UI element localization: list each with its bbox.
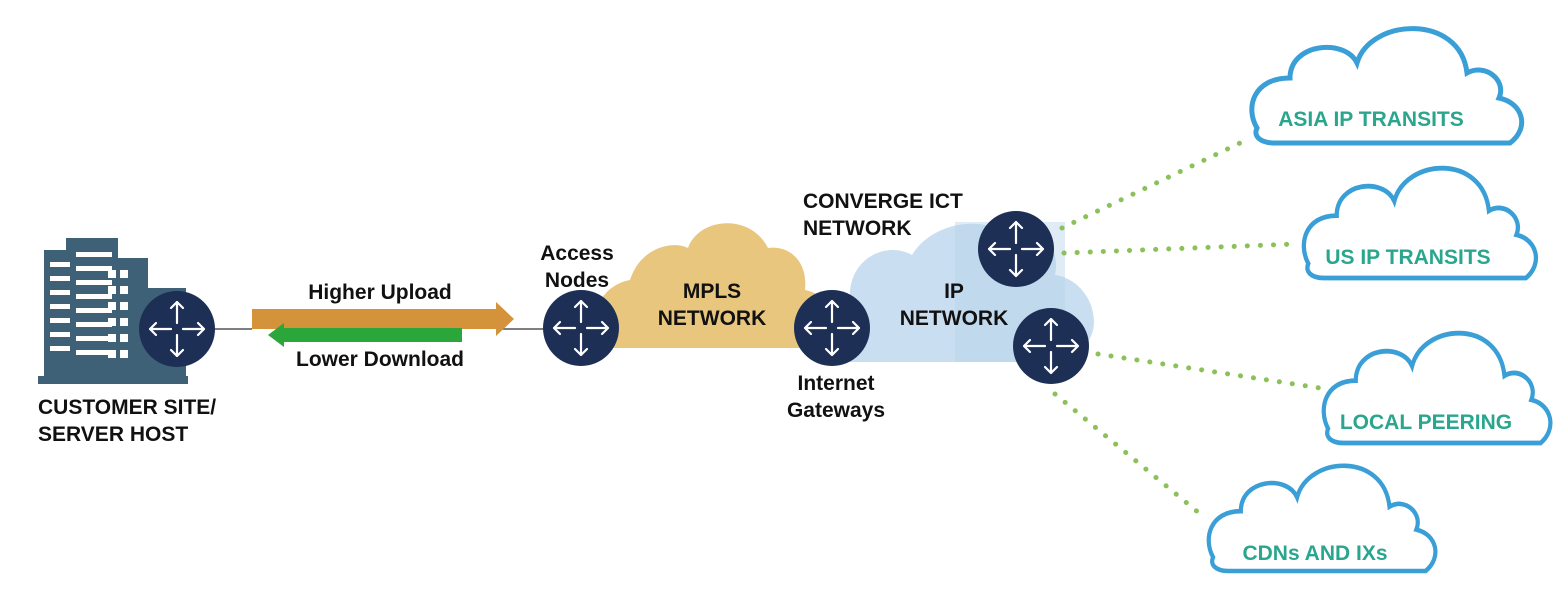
internet-gateway-router-icon [792,288,872,368]
cloud-us-ip-transits: US IP TRANSITS [1304,168,1536,278]
cloud-asia-ip-transits: ASIA IP TRANSITS [1252,29,1522,143]
mpls-network-label-line1: MPLS [683,280,741,303]
dotted-link-us [1061,241,1298,256]
access-node-router-icon [541,288,621,368]
upload-label: Higher Upload [308,281,452,304]
cloud-label: CDNs AND IXs [1242,542,1387,565]
customer-router-icon [137,289,217,369]
access-nodes-label-line1: Access [540,242,614,265]
cloud-label: LOCAL PEERING [1340,411,1512,434]
mpls-network-cloud [591,223,836,348]
customer-site-label-line1: CUSTOMER SITE/ [38,396,216,419]
ip-router-bottom-icon [1011,306,1091,386]
cloud-local-peering: LOCAL PEERING [1324,333,1551,443]
download-label: Lower Download [296,348,464,371]
cloud-label: US IP TRANSITS [1325,246,1490,269]
dotted-link-local [1095,351,1323,391]
internet-gateways-label-line1: Internet [797,372,874,395]
internet-gateways-label-line2: Gateways [787,399,885,422]
converge-network-label-line1: CONVERGE ICT [803,190,963,213]
access-nodes-label-line2: Nodes [545,269,609,292]
mpls-network-label-line2: NETWORK [658,307,767,330]
download-arrow [268,323,462,347]
converge-network-label-line2: NETWORK [803,217,912,240]
dotted-link-cdn [1052,391,1208,521]
customer-site-label-line2: SERVER HOST [38,423,188,446]
dotted-links [1052,140,1323,521]
dotted-link-asia [1059,140,1243,231]
ip-router-top-icon [976,209,1056,289]
ip-network-label-line2: NETWORK [900,307,1009,330]
cloud-cdns-and-ixs: CDNs AND IXs [1209,466,1436,571]
upload-arrow [252,302,514,336]
ip-network-label-line1: IP [944,280,964,303]
cloud-label: ASIA IP TRANSITS [1278,108,1464,131]
